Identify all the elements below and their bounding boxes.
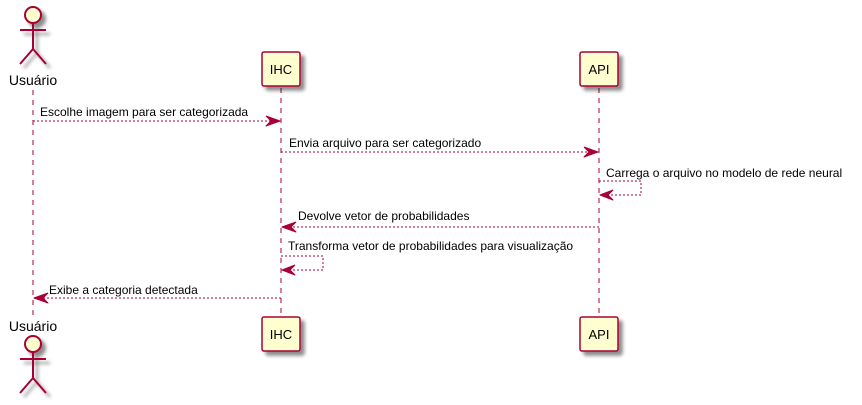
participant-ihc-top: IHC <box>261 51 301 87</box>
actor-usuario-bottom-label: Usuário <box>9 318 57 334</box>
participant-api-bottom: API <box>579 316 619 352</box>
participant-ihc-bottom-label: IHC <box>270 327 292 342</box>
message-1: Escolhe imagem para ser categorizada <box>33 105 281 127</box>
message-5-label: Transforma vetor de probabilidades para … <box>288 239 573 253</box>
actor-usuario-top-label: Usuário <box>9 72 57 88</box>
participant-api-bottom-label: API <box>589 327 610 342</box>
message-3-self: Carrega o arquivo no modelo de rede neur… <box>599 166 842 201</box>
participant-ihc-bottom: IHC <box>261 316 301 352</box>
actor-usuario-top: Usuário <box>9 6 57 88</box>
message-1-label: Escolhe imagem para ser categorizada <box>40 105 248 119</box>
participant-api-top: API <box>579 51 619 87</box>
message-5-self: Transforma vetor de probabilidades para … <box>281 239 573 276</box>
message-6: Exibe a categoria detectada <box>33 283 281 304</box>
message-2-label: Envia arquivo para ser categorizado <box>289 136 481 150</box>
participant-api-top-label: API <box>589 62 610 77</box>
message-4: Devolve vetor de probabilidades <box>281 209 599 233</box>
actor-stick-figure-icon <box>19 6 47 65</box>
participant-ihc-top-label: IHC <box>270 62 292 77</box>
message-3-label: Carrega o arquivo no modelo de rede neur… <box>606 166 842 180</box>
message-6-label: Exibe a categoria detectada <box>49 283 198 297</box>
message-2: Envia arquivo para ser categorizado <box>281 136 599 158</box>
actor-usuario-bottom: Usuário <box>9 318 57 394</box>
message-4-label: Devolve vetor de probabilidades <box>298 209 469 223</box>
actor-stick-figure-icon <box>19 335 47 394</box>
